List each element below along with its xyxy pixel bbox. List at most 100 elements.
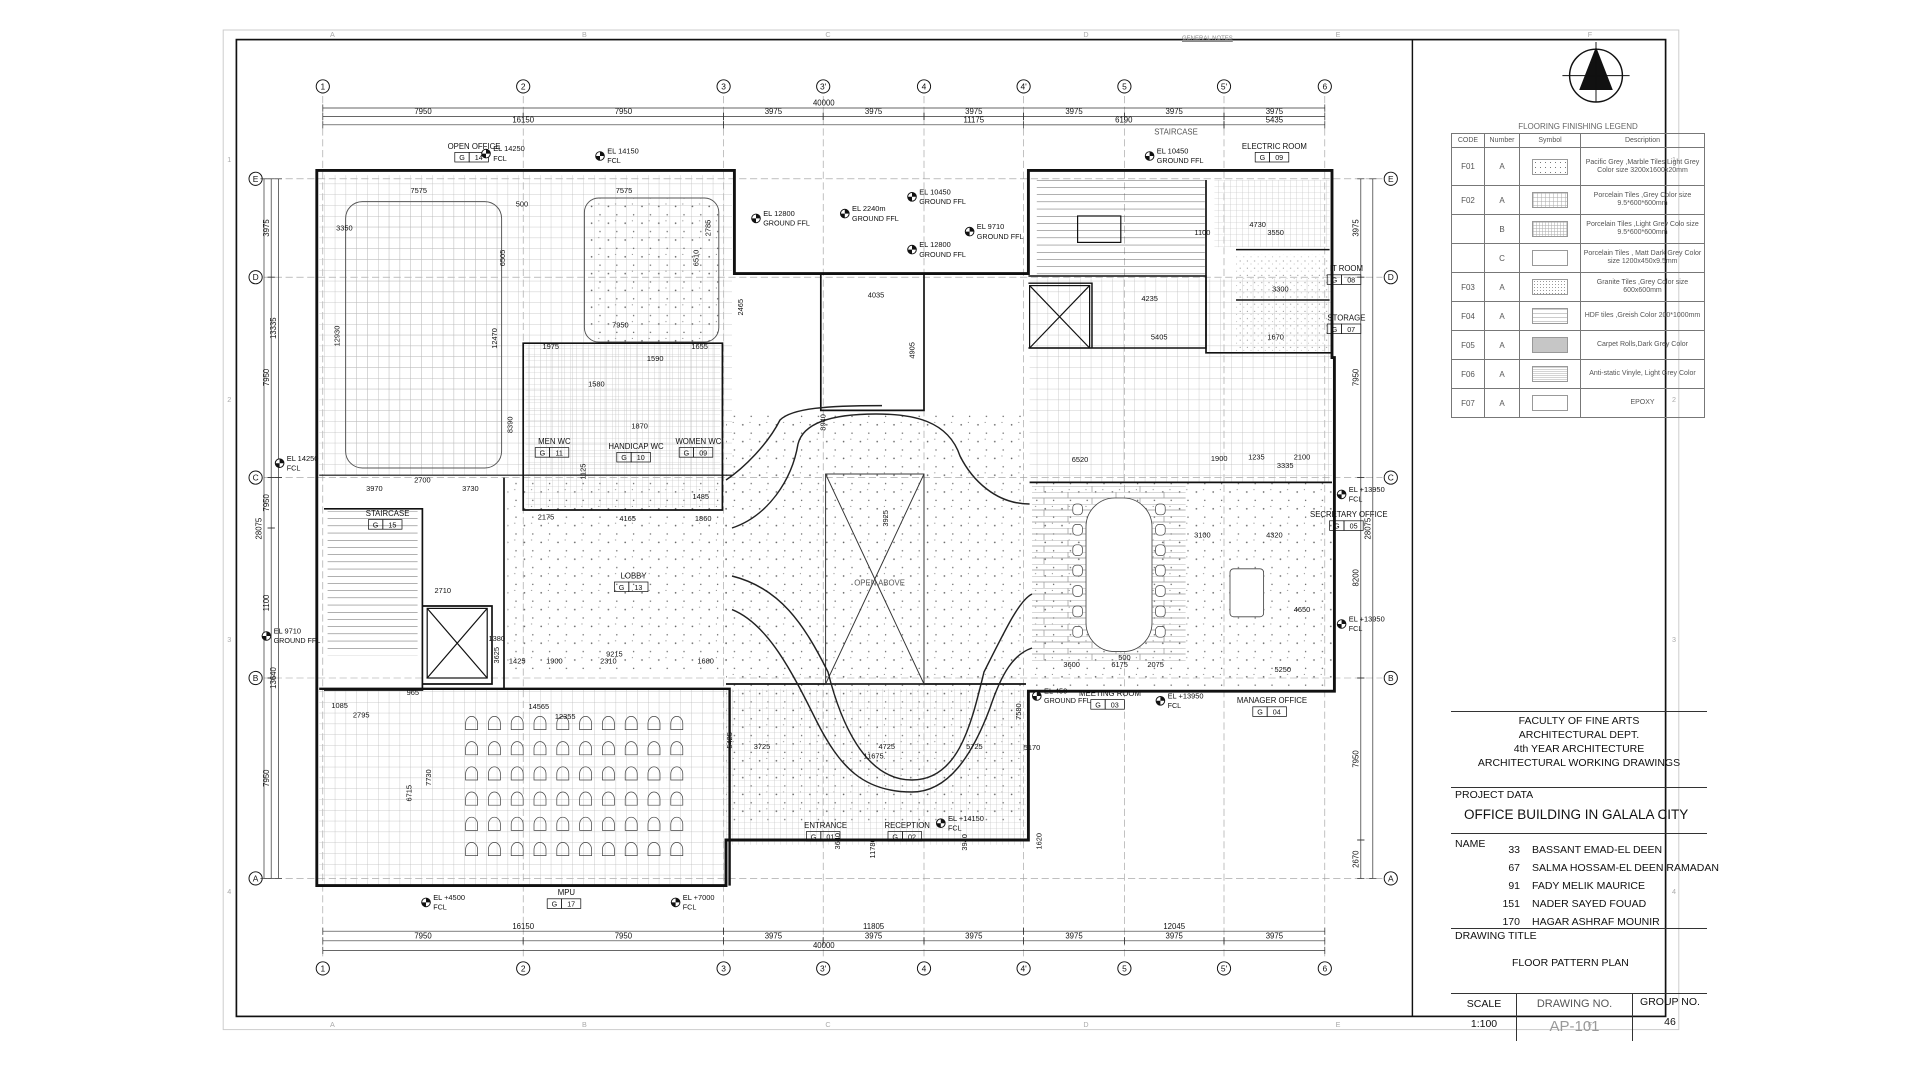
room-tag: G <box>459 153 465 162</box>
dimension-label: 40000 <box>813 941 835 950</box>
meeting-chair <box>1072 605 1083 618</box>
sheet-row-ref: 1 <box>227 155 231 164</box>
meeting-chair <box>1155 564 1166 577</box>
dimension-label: 3975 <box>965 931 983 940</box>
student-number: 170 <box>1502 916 1520 928</box>
grid-bubble-label: B <box>253 673 259 683</box>
tb-rule <box>1451 833 1707 834</box>
inner-dimension-label: 2075 <box>1147 660 1164 669</box>
grid-bubble-label: 2 <box>521 81 526 91</box>
grid-bubble <box>1317 79 1332 94</box>
room-tag: G <box>1095 700 1101 709</box>
level-reference: GROUND FFL <box>1044 696 1091 705</box>
mpu-seat <box>670 766 684 781</box>
inner-dimension-label: 3970 <box>366 484 383 493</box>
inner-dimension-label: 4320 <box>1266 531 1283 540</box>
dimension-label: 7950 <box>615 931 633 940</box>
inner-dimension-label: 12355 <box>555 712 576 721</box>
north-arrow-icon <box>1562 42 1630 103</box>
mpu-seat <box>670 842 684 856</box>
room-tag: G <box>619 583 625 592</box>
room-name: SECRETARY OFFICE <box>1310 510 1388 519</box>
mpu-seat <box>488 791 501 806</box>
student-number: 91 <box>1508 880 1520 892</box>
room-number: 14 <box>475 153 483 162</box>
legend-description: EPOXY <box>1580 388 1705 418</box>
inner-dimension-label: 5250 <box>1275 665 1292 674</box>
floor-curves <box>725 404 1033 793</box>
grid-bubble-label: 6 <box>1322 81 1327 91</box>
inner-dimension-label: 1900 <box>546 657 563 666</box>
mpu-seat <box>465 816 478 831</box>
inner-dimension-label: 6175 <box>1111 660 1128 669</box>
dimension-label: 3975 <box>965 107 983 116</box>
meeting-chair <box>1155 585 1166 597</box>
student-name: FADY MELIK MAURICE <box>1532 880 1645 892</box>
dimension-label: 11175 <box>964 115 985 124</box>
sheet-col-ref: D <box>1083 30 1088 39</box>
inner-dimension-label: 1590 <box>647 354 664 363</box>
room-label: OPEN ABOVE <box>854 579 905 588</box>
mpu-seat <box>510 741 524 756</box>
legend-swatch <box>1532 395 1568 411</box>
legend-swatch <box>1532 366 1568 382</box>
student-row: 91 FADY MELIK MAURICE <box>1488 877 1719 895</box>
grid-bubble-label: 2 <box>521 963 526 973</box>
level-reference: GROUND FFL <box>274 636 321 645</box>
grid-bubble <box>248 670 263 686</box>
mpu-seat <box>624 766 638 781</box>
legend-number: B <box>1484 214 1520 244</box>
legend-code: F05 <box>1451 330 1485 360</box>
meeting-chair <box>1072 626 1083 638</box>
inner-dimension-label: 1425 <box>509 657 526 666</box>
level-marker-fill <box>421 898 431 907</box>
inner-dimension-label: 1860 <box>695 514 712 523</box>
room-num-box <box>628 581 649 592</box>
mpu-seat <box>465 842 478 856</box>
grid-bubble <box>516 961 531 976</box>
mpu-seat <box>510 716 524 730</box>
grid-bubble <box>916 961 932 976</box>
dimension-label: 3975 <box>1065 931 1083 940</box>
storage-floor <box>1236 254 1330 353</box>
sheet-col-ref: E <box>1336 1020 1341 1029</box>
room-name: OPEN OFFICE <box>448 142 501 151</box>
room-name: MPU <box>558 888 576 897</box>
room-name: ENTRANCE <box>804 821 847 830</box>
mpu-seat <box>510 816 524 831</box>
mpu-seat <box>488 816 501 831</box>
dimension-label: 7950 <box>262 368 271 386</box>
grid-bubble <box>1383 470 1398 485</box>
legend-header-number: Number <box>1484 133 1520 148</box>
level-marker-fill <box>965 227 974 236</box>
dimension-label: 40000 <box>813 99 835 108</box>
dimension-label: 3975 <box>865 931 883 940</box>
mpu-seat <box>647 791 661 806</box>
group-no-value: 46 <box>1664 1016 1676 1028</box>
mpu-seat <box>510 791 524 806</box>
room-number: 08 <box>1347 276 1355 285</box>
level-marker-fill <box>1032 691 1042 701</box>
drawing-no-value: AP-101 <box>1549 1018 1600 1035</box>
legend-number: A <box>1484 330 1520 360</box>
inner-dimension-label: 3940 <box>960 834 969 851</box>
sheet-col-ref: B <box>582 1020 587 1029</box>
mpu-seat <box>533 816 547 831</box>
sheet-row-ref: 4 <box>227 887 231 896</box>
dimension-label: 12045 <box>1163 922 1185 931</box>
inner-dimension-label: 3350 <box>336 223 353 232</box>
mpu-seat <box>533 741 547 756</box>
level-reference: FCL <box>493 154 507 163</box>
legend-symbol <box>1519 147 1581 186</box>
inner-dimension-label: 500 <box>1118 653 1130 662</box>
school-line-4: ARCHITECTURAL WORKING DRAWINGS <box>1477 757 1681 769</box>
